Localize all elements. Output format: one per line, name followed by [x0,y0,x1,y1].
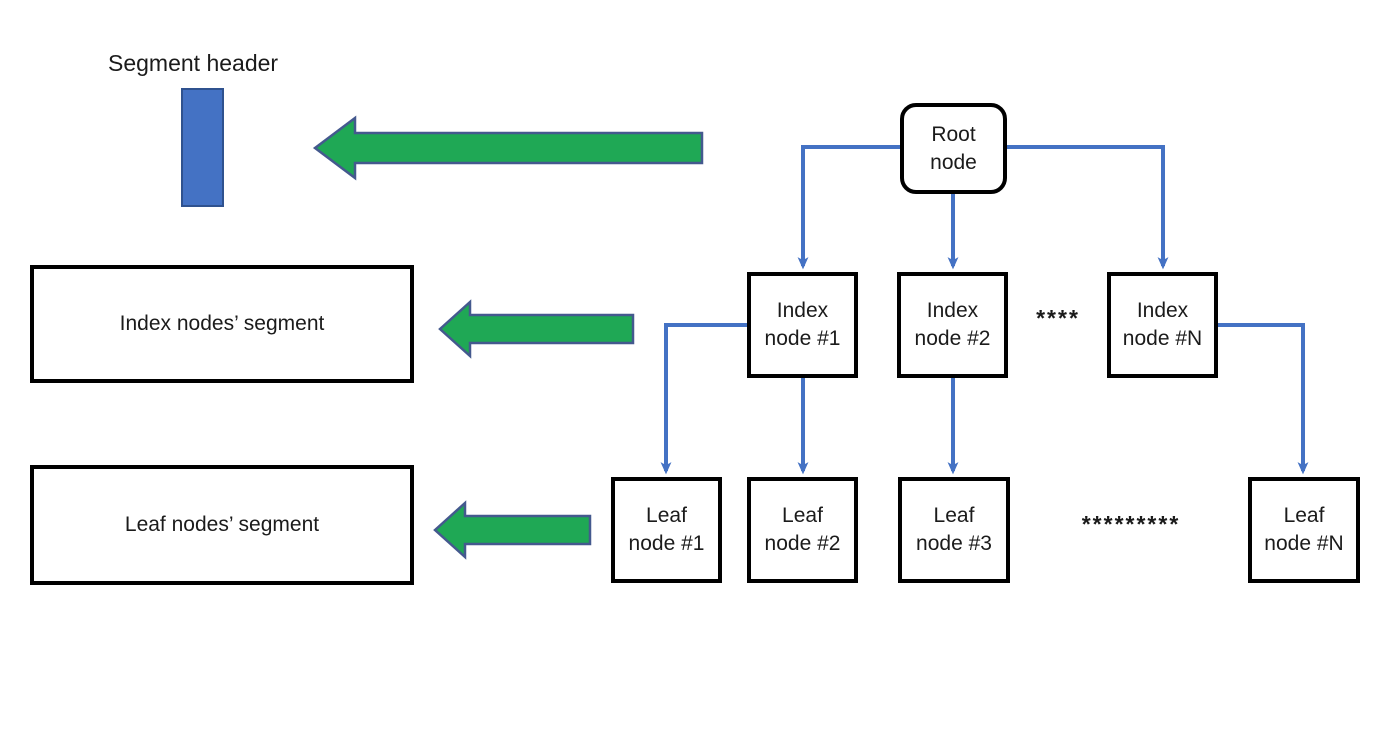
index-node-1-label: Index node #1 [764,299,841,350]
index-segment-box: Index nodes’ segment [30,265,414,383]
leaf-node-3-label: Leaf node #3 [916,504,992,555]
leaf-node-3: Leaf node #3 [898,477,1010,583]
edge-indexn-to-leafn [1218,323,1309,475]
index-node-2-label: Index node #2 [914,299,991,350]
index-node-n-label: Index node #N [1122,299,1203,350]
leaf-node-n-label: Leaf node #N [1264,504,1344,555]
root-node-label: Root node [930,122,977,174]
index-node-1: Index node #1 [747,272,858,378]
index-node-n: Index node #N [1107,272,1218,378]
leaf-node-2-label: Leaf node #2 [764,504,841,555]
leaf-node-2: Leaf node #2 [747,477,858,583]
root-node: Root node [900,103,1007,194]
segment-header-shape [181,88,224,207]
leaf-node-1-label: Leaf node #1 [628,504,705,555]
edge-index1-to-leaf1 [660,323,747,475]
callout-arrow-index-segment-icon [438,299,635,359]
edge-root-to-index1 [797,145,900,270]
index-segment-label: Index nodes’ segment [119,312,325,335]
callout-arrow-segment-header-icon [312,115,704,181]
leaf-row-ellipsis: ********* [1081,511,1181,537]
leaf-segment-box: Leaf nodes’ segment [30,465,414,585]
edge-root-to-indexn [1007,145,1169,270]
index-node-2: Index node #2 [897,272,1008,378]
index-row-ellipsis: **** [1036,305,1080,331]
leaf-segment-label: Leaf nodes’ segment [124,513,320,536]
callout-arrow-leaf-segment-icon [433,500,592,560]
segment-header-label: Segment header [108,50,279,76]
leaf-node-n: Leaf node #N [1248,477,1360,583]
leaf-node-1: Leaf node #1 [611,477,722,583]
